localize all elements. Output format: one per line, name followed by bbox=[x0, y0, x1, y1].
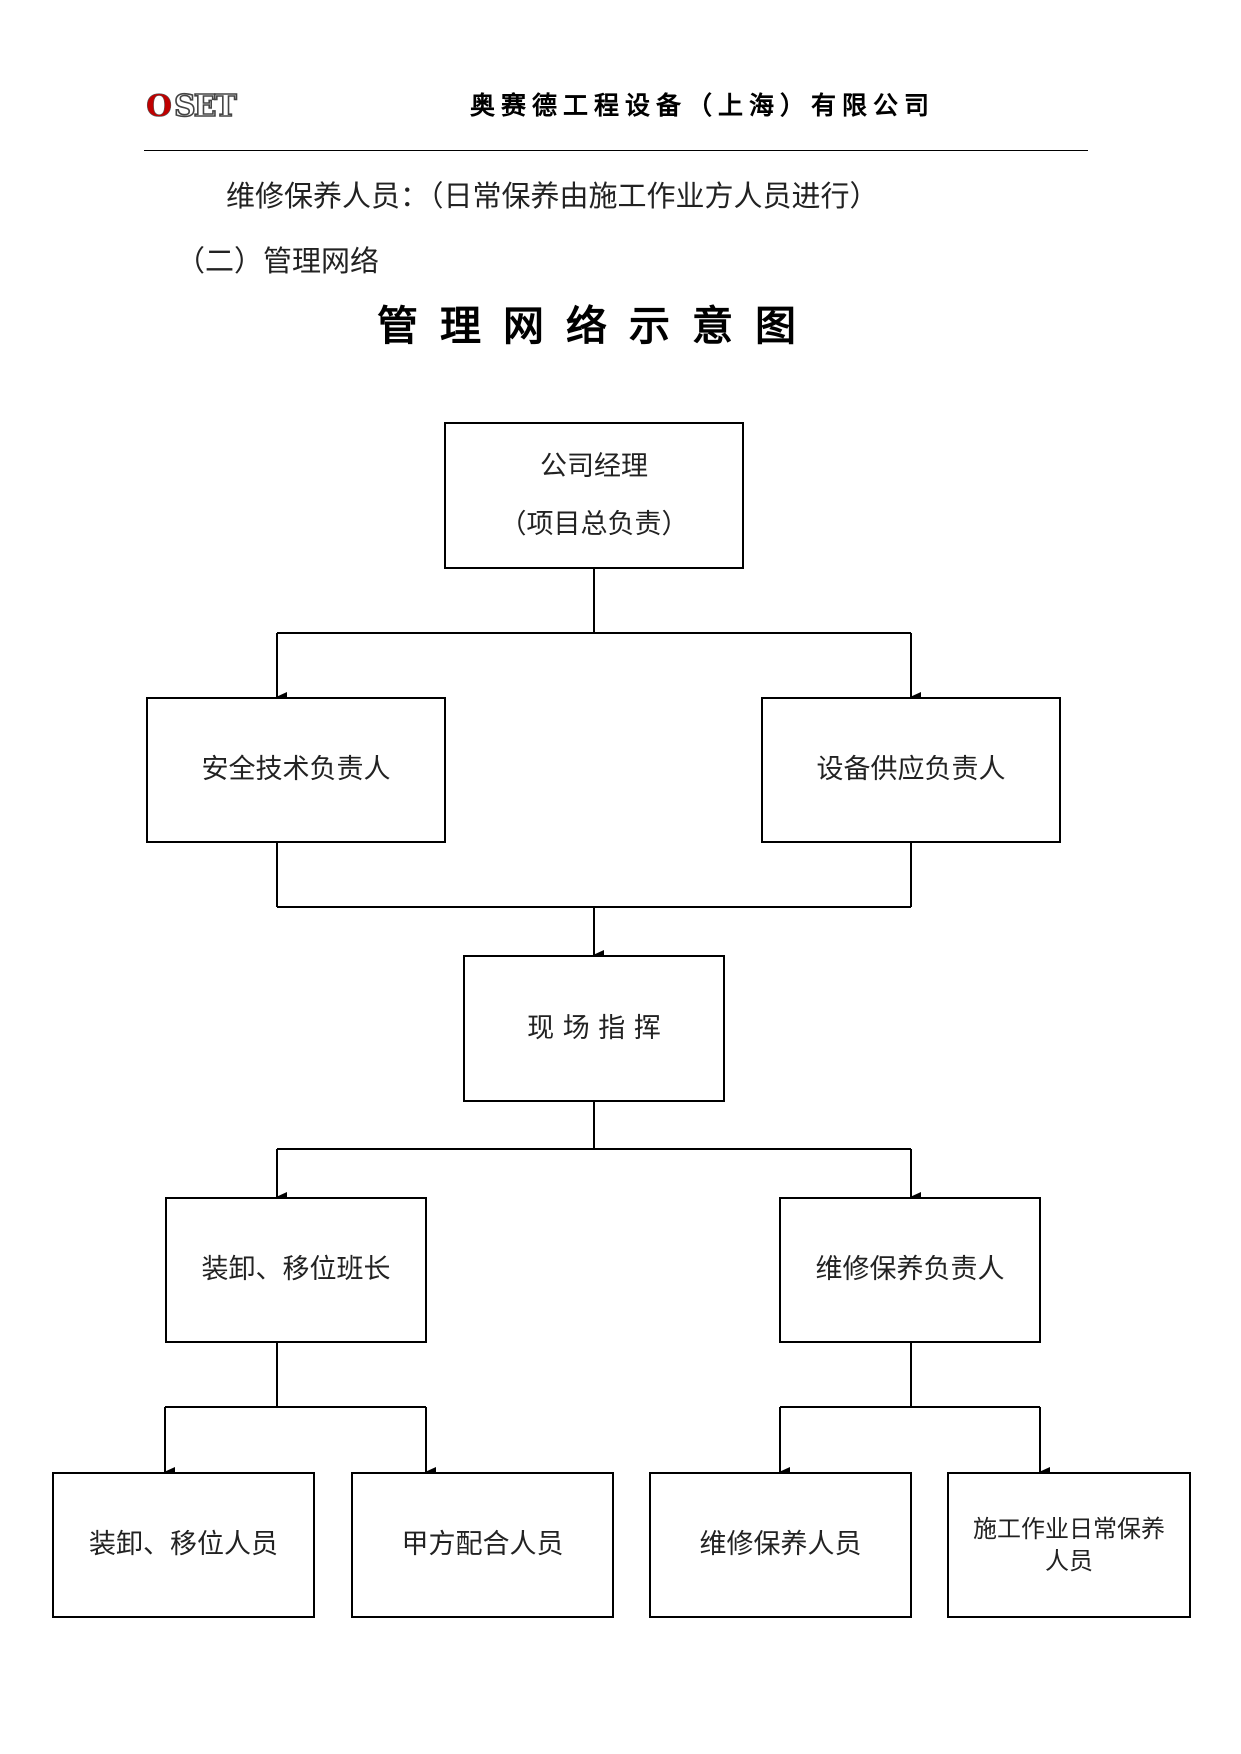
node-site-command: 现 场 指 挥 bbox=[463, 955, 725, 1102]
diagram-title: 管理网络示意图 bbox=[377, 302, 818, 350]
node-handling-staff-label: 装卸、移位人员 bbox=[89, 1529, 278, 1561]
node-contractor-maintenance-staff-line1: 施工作业日常保养 bbox=[973, 1514, 1165, 1543]
node-maintenance-staff: 维修保养人员 bbox=[649, 1472, 912, 1618]
node-handling-team-leader-label: 装卸、移位班长 bbox=[201, 1254, 391, 1286]
node-safety-tech-lead: 安全技术负责人 bbox=[146, 697, 446, 843]
node-safety-tech-lead-label: 安全技术负责人 bbox=[201, 754, 391, 786]
node-equipment-supply-lead: 设备供应负责人 bbox=[761, 697, 1061, 843]
node-handling-staff: 装卸、移位人员 bbox=[52, 1472, 315, 1618]
node-handling-team-leader: 装卸、移位班长 bbox=[165, 1197, 427, 1343]
node-contractor-maintenance-staff-line2: 人员 bbox=[1045, 1547, 1093, 1575]
logo-letter-o: O bbox=[146, 91, 172, 121]
node-client-staff-label: 甲方配合人员 bbox=[401, 1529, 564, 1561]
node-company-manager-title: 公司经理 bbox=[540, 451, 648, 483]
oset-logo: O SET bbox=[146, 91, 240, 121]
company-name: 奥赛德工程设备（上海）有限公司 bbox=[470, 91, 936, 120]
node-contractor-maintenance-staff: 施工作业日常保养 人员 bbox=[947, 1472, 1191, 1618]
node-maintenance-staff-label: 维修保养人员 bbox=[699, 1529, 862, 1561]
node-equipment-supply-lead-label: 设备供应负责人 bbox=[816, 754, 1006, 786]
maintenance-staff-note: 维修保养人员：（日常保养由施工作业方人员进行） bbox=[226, 179, 879, 213]
node-site-command-label: 现 场 指 挥 bbox=[527, 1012, 661, 1044]
node-maintenance-lead-label: 维修保养负责人 bbox=[815, 1254, 1005, 1286]
node-company-manager: 公司经理 （项目总负责） bbox=[444, 422, 744, 569]
node-maintenance-lead: 维修保养负责人 bbox=[779, 1197, 1041, 1343]
header-divider bbox=[144, 150, 1088, 151]
section-heading: （二）管理网络 bbox=[176, 244, 380, 278]
node-client-staff: 甲方配合人员 bbox=[351, 1472, 614, 1618]
node-company-manager-subtitle: （项目总负责） bbox=[499, 508, 689, 540]
logo-letters-set: SET bbox=[174, 91, 238, 121]
